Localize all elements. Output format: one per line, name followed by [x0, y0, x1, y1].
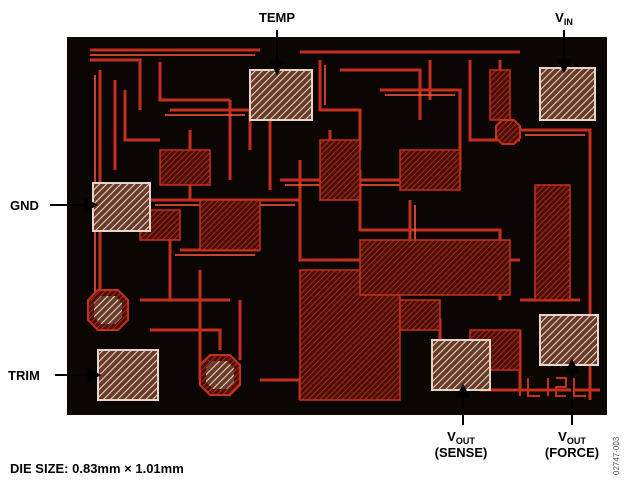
figure-reference: 02747-003 [612, 436, 621, 475]
caption-suffix: 1.01mm [131, 461, 184, 476]
label-arrows [50, 30, 579, 425]
vout-sense-label: VOUT [447, 429, 475, 446]
vout-sense-pad [431, 339, 491, 391]
temp-label: TEMP [259, 10, 295, 25]
temp-pad [249, 69, 313, 121]
gnd-pad [92, 182, 151, 232]
die-size-caption: DIE SIZE: 0.83mm × 1.01mm [10, 461, 184, 476]
circuit-blocks [139, 69, 571, 401]
die-marking [519, 377, 586, 397]
vout-sense-desc: (SENSE) [435, 445, 488, 460]
vout-force-desc: (FORCE) [545, 445, 599, 460]
vin-pad [539, 67, 596, 121]
gnd-label: GND [10, 198, 39, 213]
vout-force-pad [539, 314, 599, 366]
caption-prefix: DIE SIZE: 0.83mm [10, 461, 125, 476]
vin-label: VIN [555, 10, 573, 27]
octagon-centers [94, 296, 234, 389]
caption-times: × [124, 461, 132, 476]
vout-force-label: VOUT [558, 429, 586, 446]
trim-pad [97, 349, 159, 401]
trim-label: TRIM [8, 368, 40, 383]
